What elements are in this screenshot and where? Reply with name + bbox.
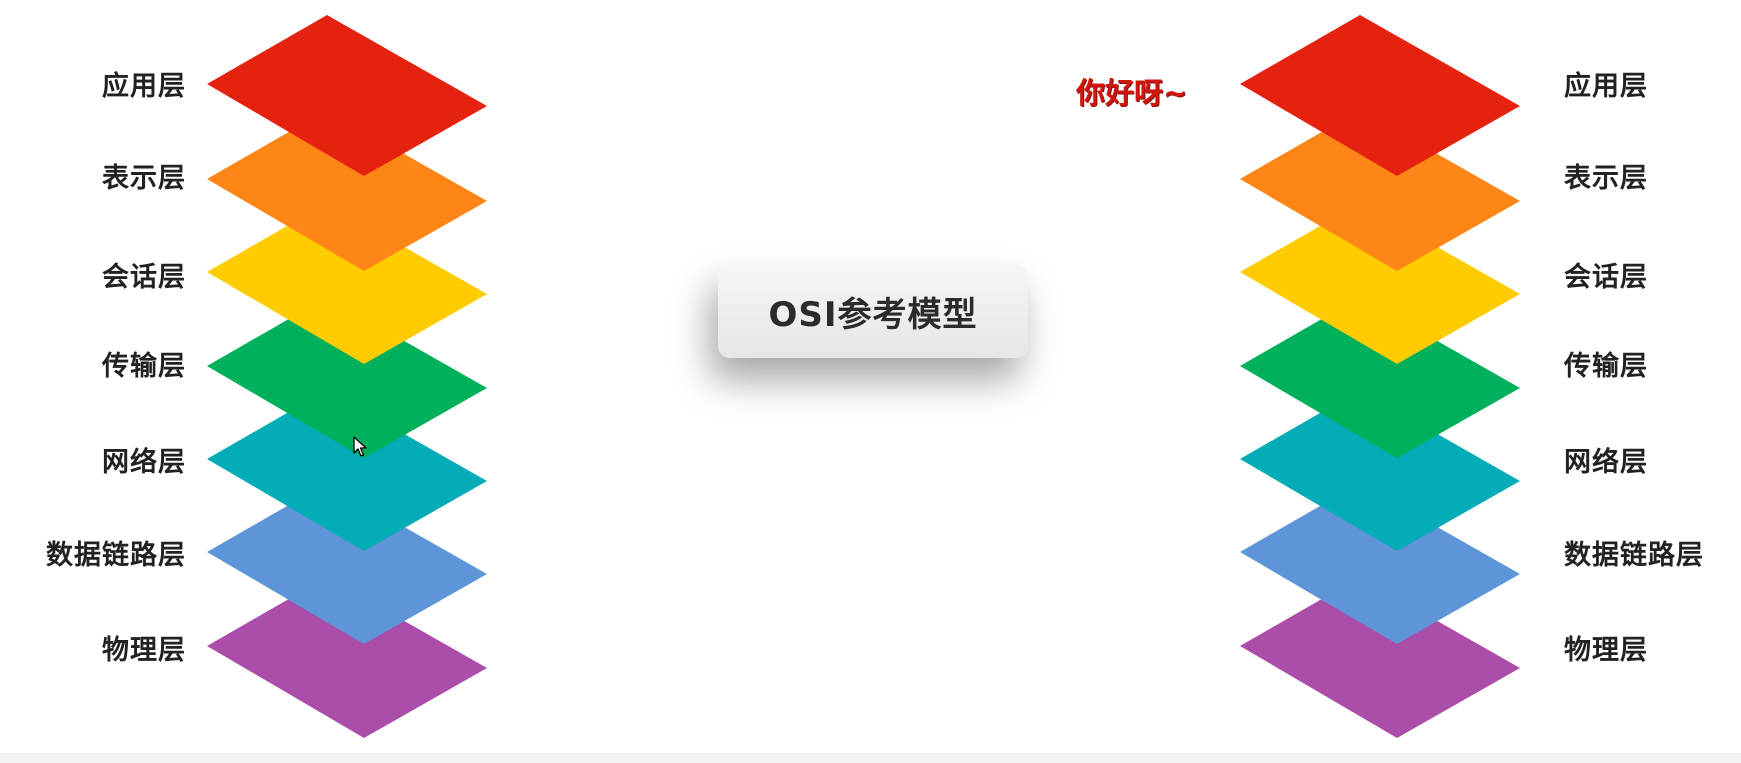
left-diamond-application (207, 15, 487, 176)
right-diamond-transport (1240, 297, 1520, 458)
right-label-data-link: 数据链路层 (1564, 540, 1704, 571)
left-label-data-link: 数据链路层 (46, 540, 186, 571)
right-label-session: 会话层 (1564, 262, 1648, 293)
left-diamond-data-link (207, 483, 487, 644)
right-diamond-network (1240, 390, 1520, 551)
right-label-network: 网络层 (1564, 447, 1648, 478)
title-card: OSI参考模型 (718, 264, 1028, 358)
left-diamond-session (207, 203, 487, 364)
mouse-cursor-icon (353, 436, 369, 462)
left-label-session: 会话层 (102, 262, 186, 293)
right-label-physical: 物理层 (1564, 635, 1648, 666)
right-diamond-application (1240, 15, 1520, 176)
left-diamond-physical (207, 577, 487, 738)
left-diamond-transport (207, 297, 487, 458)
right-label-transport: 传输层 (1564, 351, 1648, 382)
right-diamond-physical (1240, 577, 1520, 738)
left-label-physical: 物理层 (102, 635, 186, 666)
greeting-text: 你好呀~ (1076, 76, 1188, 110)
bottom-edge (0, 753, 1741, 763)
left-diamond-presentation (207, 110, 487, 271)
left-label-transport: 传输层 (102, 351, 186, 382)
diagram-title: OSI参考模型 (768, 294, 978, 335)
left-label-application: 应用层 (102, 71, 186, 102)
right-diamond-presentation (1240, 110, 1520, 271)
left-label-network: 网络层 (102, 447, 186, 478)
right-diamond-data-link (1240, 483, 1520, 644)
left-label-presentation: 表示层 (102, 163, 186, 194)
right-label-application: 应用层 (1564, 71, 1648, 102)
right-label-presentation: 表示层 (1564, 163, 1648, 194)
left-diamond-network (207, 390, 487, 551)
right-diamond-session (1240, 203, 1520, 364)
